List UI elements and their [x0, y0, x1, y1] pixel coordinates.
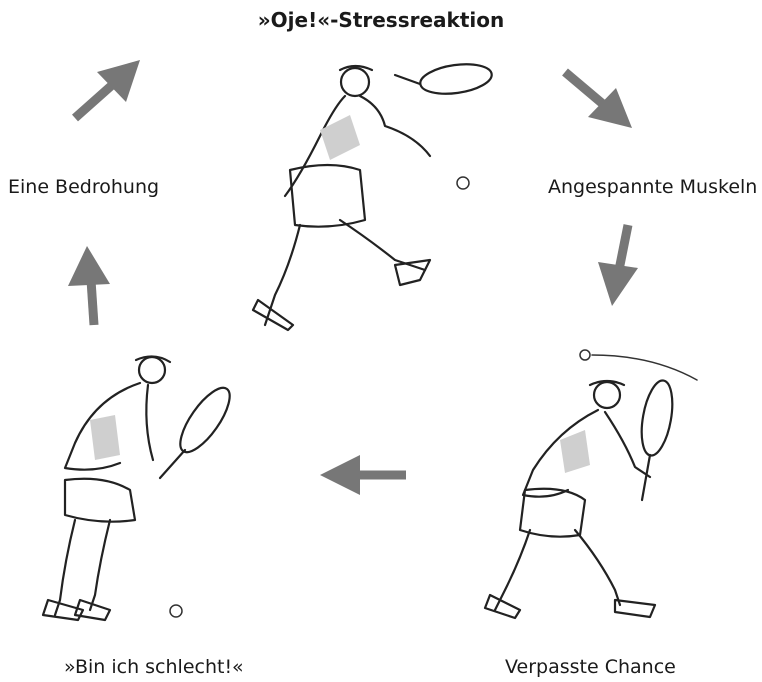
arrow-up — [68, 246, 110, 325]
tennis-player-hunched-illustration — [43, 356, 238, 620]
stage-label-missed-chance: Verpasste Chance — [505, 656, 676, 678]
tennis-player-stretching-illustration — [253, 60, 494, 330]
stage-label-tense-muscles: Angespannte Muskeln — [548, 176, 757, 198]
diagram-title: »Oje!«-Stressreaktion — [0, 8, 762, 32]
arrow-left — [320, 455, 406, 495]
tennis-player-tense-illustration — [485, 350, 697, 618]
stage-label-threat: Eine Bedrohung — [8, 176, 159, 198]
arrow-down — [598, 225, 638, 306]
stage-label-self-doubt: »Bin ich schlecht!« — [64, 656, 244, 678]
arrow-up-right — [75, 60, 140, 118]
arrow-down-right — [565, 72, 632, 128]
